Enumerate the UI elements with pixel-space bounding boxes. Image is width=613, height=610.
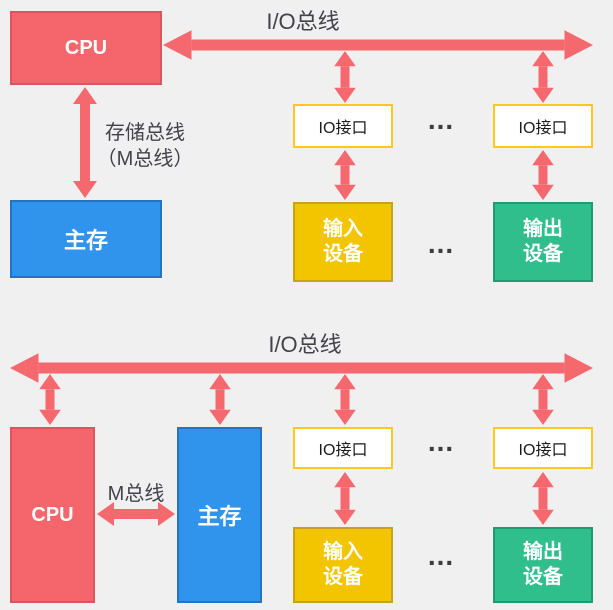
top-input-device-line1: 输入: [323, 218, 363, 240]
top-output-device-box: 输出 设备: [493, 202, 593, 282]
bottom-io-interface-left-box: IO接口: [293, 427, 393, 469]
bottom-cpu-box: CPU: [10, 427, 95, 603]
top-io-interface-right-box: IO接口: [493, 104, 593, 148]
bottom-m-bus-label: M总线: [107, 483, 165, 505]
top-memory-box: 主存: [10, 200, 162, 278]
bottom-input-device-line2: 设备: [323, 566, 363, 588]
top-memory-bus-label: 存储总线 （M总线）: [75, 120, 215, 172]
bottom-interfaces-ellipsis: ...: [427, 426, 455, 457]
top-io-interface-left-box: IO接口: [293, 104, 393, 148]
top-interfaces-ellipsis: ...: [427, 104, 455, 135]
bottom-output-device-line1: 输出: [523, 541, 563, 563]
bottom-io-bus-label: I/O总线: [268, 332, 342, 357]
bottom-io-interface-left-label: IO接口: [318, 442, 368, 459]
bottom-output-device-box: 输出 设备: [493, 527, 593, 603]
bottom-io-interface-right-box: IO接口: [493, 427, 593, 469]
top-memory-bus-label-line2: （M总线）: [96, 148, 194, 170]
top-output-device-line2: 设备: [523, 243, 563, 265]
top-memory-bus-label-line1: 存储总线: [105, 122, 185, 144]
top-io-interface-left-label: IO接口: [318, 120, 368, 137]
bottom-cpu-label: CPU: [31, 503, 74, 526]
top-cpu-box: CPU: [10, 11, 162, 85]
bottom-io-interface-right-label: IO接口: [518, 442, 568, 459]
top-io-interface-right-label: IO接口: [518, 120, 568, 137]
bottom-output-device-line2: 设备: [523, 566, 563, 588]
bottom-memory-box: 主存: [177, 427, 262, 603]
top-devices-ellipsis: ...: [427, 228, 455, 259]
top-memory-label: 主存: [63, 228, 108, 253]
top-input-device-line2: 设备: [323, 243, 363, 265]
top-io-bus-label: I/O总线: [266, 9, 340, 34]
top-output-device-line1: 输出: [523, 218, 563, 240]
bottom-input-device-box: 输入 设备: [293, 527, 393, 603]
top-input-device-box: 输入 设备: [293, 202, 393, 282]
top-cpu-label: CPU: [64, 36, 108, 59]
bottom-devices-ellipsis: ...: [427, 540, 455, 571]
bottom-input-device-line1: 输入: [323, 541, 363, 563]
bottom-memory-label: 主存: [197, 504, 242, 529]
